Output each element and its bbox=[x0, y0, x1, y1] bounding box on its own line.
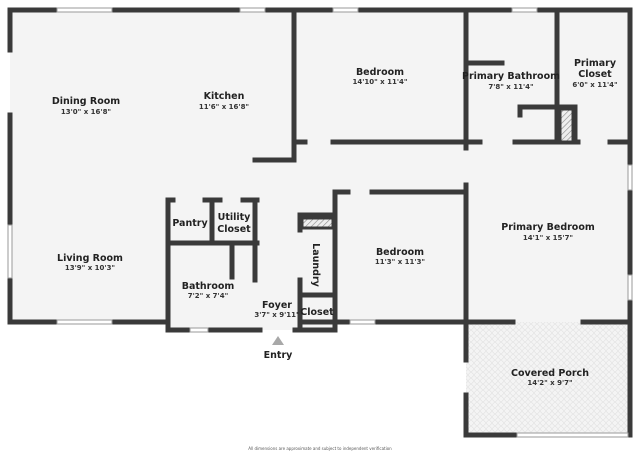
closet-label: Closet bbox=[300, 307, 334, 318]
covered-porch-dims: 14'2" x 9'7" bbox=[527, 379, 572, 387]
pantry-label: Pantry bbox=[172, 218, 208, 229]
laundry-chase bbox=[300, 216, 335, 230]
primary-bathroom-dims: 7'8" x 11'4" bbox=[488, 83, 533, 91]
bedroom-1-dims: 14'10" x 11'4" bbox=[352, 78, 407, 86]
bedroom-1-label: Bedroom bbox=[356, 67, 404, 78]
foyer-label: Foyer bbox=[262, 300, 292, 311]
covered-porch-label: Covered Porch bbox=[511, 368, 589, 379]
primary-closet-label-1: Primary bbox=[574, 58, 617, 69]
footer-note: All dimensions are approximate and subje… bbox=[248, 446, 392, 451]
foyer-dims: 3'7" x 9'11" bbox=[254, 311, 299, 319]
primary-bedroom-dims: 14'1" x 15'7" bbox=[523, 234, 573, 242]
bathroom-label: Bathroom bbox=[182, 281, 235, 292]
primary-bedroom-label: Primary Bedroom bbox=[501, 222, 595, 233]
primary-closet-label-2: Closet bbox=[578, 69, 612, 80]
primary-closet-dims: 6'0" x 11'4" bbox=[572, 81, 617, 89]
bedroom-2-label: Bedroom bbox=[376, 247, 424, 258]
windows bbox=[7, 7, 633, 438]
porch-tile-floor bbox=[466, 322, 630, 435]
dining-room-label: Dining Room bbox=[52, 96, 120, 107]
utility-closet-label-2: Closet bbox=[217, 224, 251, 235]
dining-room-dims: 13'0" x 16'8" bbox=[61, 108, 111, 116]
laundry-label: Laundry bbox=[310, 243, 321, 287]
floor-fill bbox=[10, 10, 630, 435]
kitchen-label: Kitchen bbox=[204, 91, 245, 102]
kitchen-dims: 11'6" x 16'8" bbox=[199, 103, 249, 111]
bathroom-dims: 7'2" x 7'4" bbox=[188, 292, 228, 300]
entry-label: Entry bbox=[264, 350, 293, 361]
living-room-dims: 13'9" x 10'3" bbox=[65, 264, 115, 272]
primary-bathroom-label: Primary Bathroom bbox=[462, 71, 560, 82]
living-room-label: Living Room bbox=[57, 253, 123, 264]
entry-arrow-icon bbox=[272, 336, 284, 345]
primary-closet-chase bbox=[558, 107, 575, 144]
utility-closet-label-1: Utility bbox=[218, 212, 252, 223]
bedroom-2-dims: 11'3" x 11'3" bbox=[375, 258, 425, 266]
